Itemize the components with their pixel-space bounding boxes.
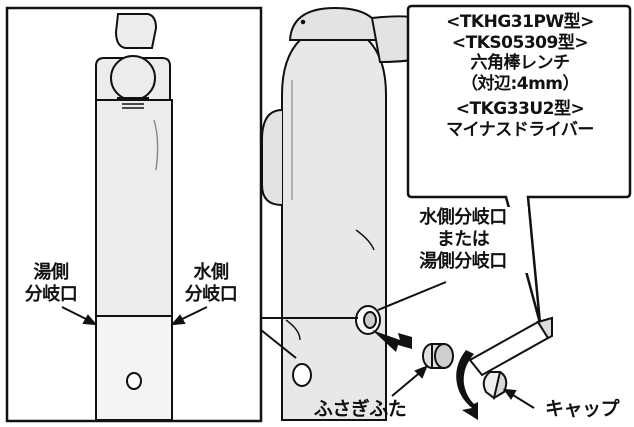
cold-branch-label: 水側 分岐口 [184, 262, 238, 305]
removal-arrow [372, 330, 412, 352]
plug-cover-label: ふさぎふた [313, 398, 407, 420]
model-c-label: <TKG33U2型> [455, 98, 585, 119]
faucet-details [285, 19, 375, 387]
model-b-label: <TKS05309型> [451, 32, 589, 53]
branch-port-hole [355, 305, 381, 335]
hot-branch-label: 湯側 分岐口 [24, 262, 78, 305]
front-view-details [96, 103, 172, 390]
tool-a-size-label: （対辺:4mm） [460, 74, 580, 95]
branch-port-leader [377, 281, 447, 311]
tool-a-label: 六角棒レンチ [470, 53, 571, 74]
plug-cover-part [422, 343, 454, 369]
model-a-label: <TKHG31PW型> [446, 12, 594, 32]
front-view-faucet [95, 13, 173, 421]
inset-leader-bottom [260, 329, 297, 359]
branch-port-label: 水側分岐口 または 湯側分岐口 [398, 207, 528, 273]
part-leaders [391, 365, 535, 409]
callout-text: <TKHG31PW型> <TKS05309型> 六角棒レンチ （対辺:4mm） … [412, 12, 628, 140]
branch-label-leaders [61, 306, 208, 326]
cap-part [482, 370, 508, 400]
tool-c-label: マイナスドライバー [446, 119, 594, 140]
cap-label: キャップ [544, 398, 620, 420]
rotation-arrow [456, 350, 478, 420]
hex-wrench [468, 316, 553, 377]
tool-callout-bubble [406, 4, 632, 324]
